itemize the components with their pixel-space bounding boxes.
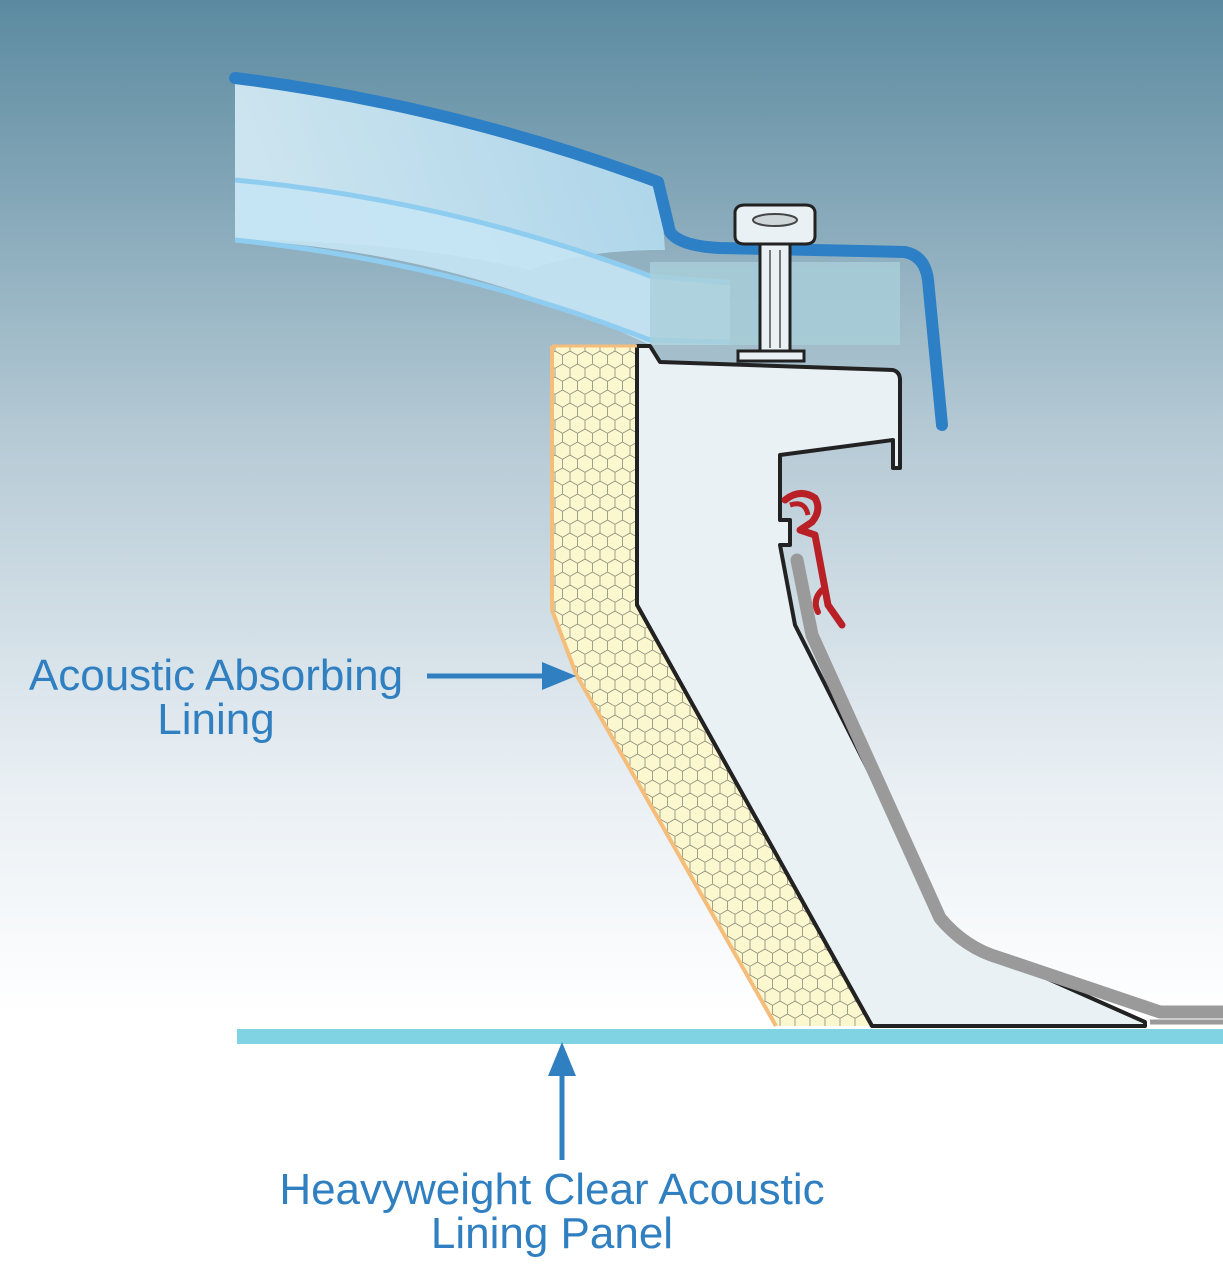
clear-acoustic-lining-panel xyxy=(237,1029,1223,1044)
acoustic-absorbing-lining xyxy=(550,344,874,1027)
clear-acoustic-lining-panel-label: Heavyweight Clear Acoustic Lining Panel xyxy=(232,1168,872,1256)
gasket-icon xyxy=(781,490,846,629)
glazing-sheet xyxy=(234,80,731,345)
clear-acoustic-lining-panel-label-line1: Heavyweight Clear Acoustic xyxy=(279,1165,825,1214)
acoustic-absorbing-lining-label-line1: Acoustic Absorbing xyxy=(28,651,404,700)
clear-acoustic-lining-panel-label-line2: Lining Panel xyxy=(430,1209,674,1258)
grey-trim-strip xyxy=(790,553,1223,1025)
acoustic-absorbing-lining-label-line2: Lining xyxy=(157,695,275,744)
absorbing-lining-arrowhead xyxy=(542,662,576,690)
lining-panel-arrowhead xyxy=(548,1042,576,1076)
acoustic-absorbing-lining-label: Acoustic Absorbing Lining xyxy=(10,654,422,742)
